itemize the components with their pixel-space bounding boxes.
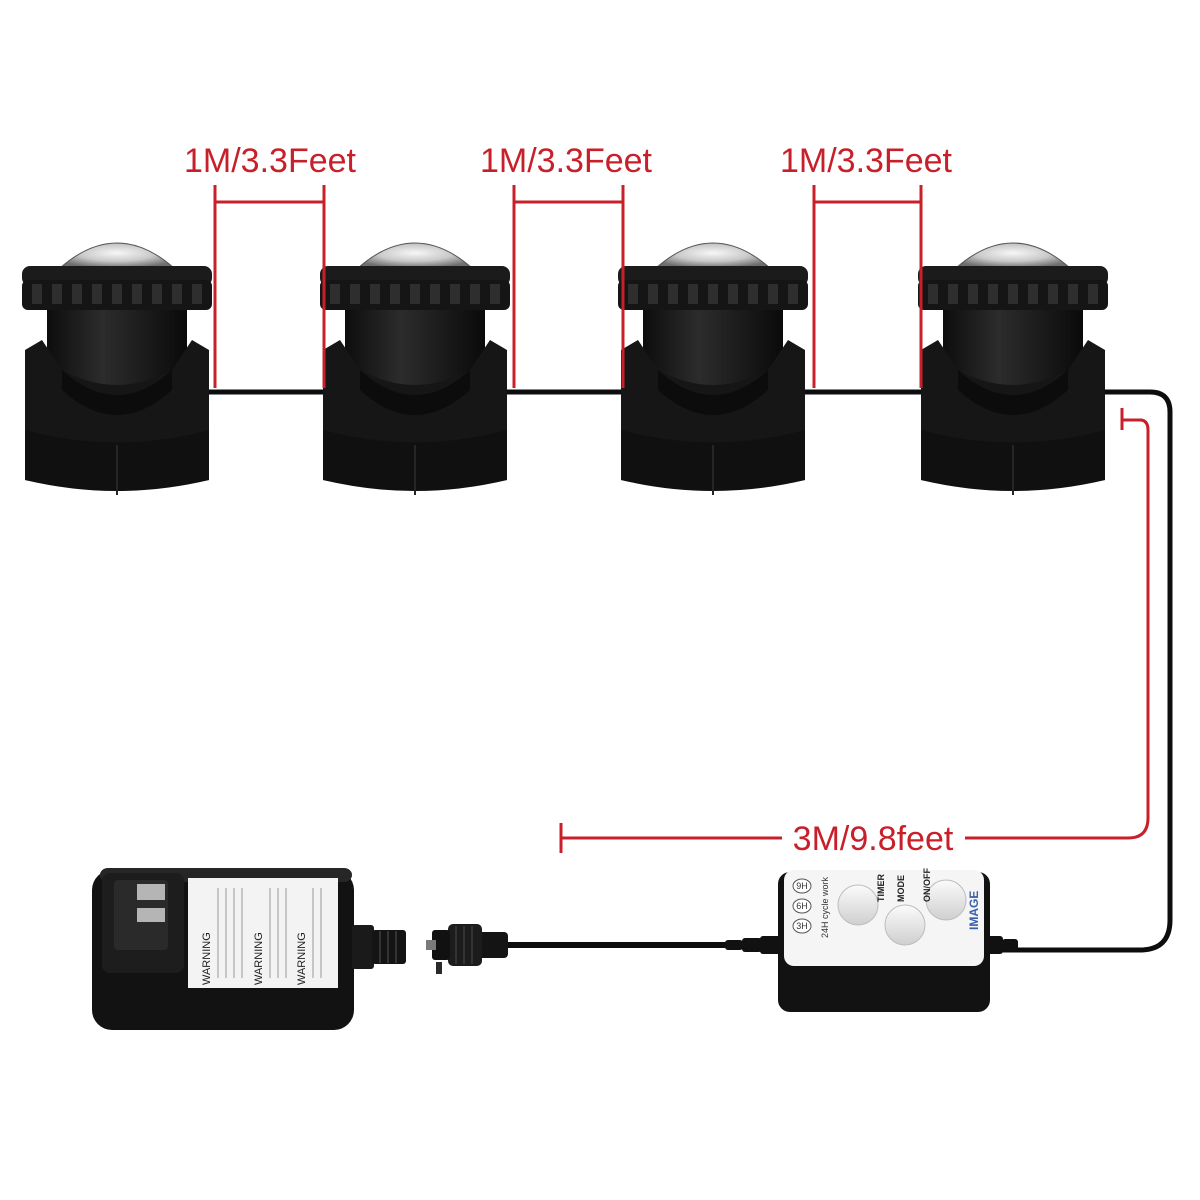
spacing-dimension-3	[812, 185, 923, 388]
timer-option-9h: 9H	[792, 878, 812, 894]
timer-button[interactable]	[837, 884, 879, 926]
spacing-dimension-2	[512, 185, 625, 388]
power-adapter: WARNING WARNING WARNING	[92, 868, 406, 1030]
mode-button[interactable]	[884, 904, 926, 946]
lead-length-label: 3M/9.8feet	[793, 820, 954, 858]
spotlight-2	[319, 242, 511, 496]
warning-text-3: WARNING	[296, 932, 308, 985]
svg-text:3H: 3H	[796, 921, 808, 931]
spacing-label-1: 1M/3.3Feet	[184, 142, 357, 180]
waterproof-connector-plug	[426, 924, 508, 974]
spotlight-4	[917, 242, 1109, 496]
timer-button-label: TIMER	[876, 874, 886, 902]
spacing-label-2: 1M/3.3Feet	[480, 142, 653, 180]
controller-strain-relief	[725, 936, 1018, 954]
timer-option-3h: 3H	[792, 918, 812, 934]
onoff-button[interactable]	[925, 879, 967, 921]
spacing-label-3: 1M/3.3Feet	[780, 142, 953, 180]
svg-text:6H: 6H	[796, 901, 808, 911]
prong-bottom	[137, 908, 165, 922]
prong-top	[137, 884, 165, 900]
timer-option-6h: 6H	[792, 898, 812, 914]
light-chain-cable	[200, 389, 1173, 953]
onoff-button-label: ON/OFF	[922, 868, 932, 902]
mode-button-label: MODE	[896, 875, 906, 902]
timer-controller: 3H 6H 9H 24H cycle work TIMER MODE ON/OF…	[778, 868, 990, 1012]
lead-dimension	[559, 408, 1150, 853]
cycle-label: 24H cycle work	[820, 876, 830, 938]
spotlight-1	[21, 242, 213, 496]
brand-logo: IMAGE	[967, 891, 981, 930]
warning-text-1: WARNING	[201, 932, 213, 985]
spacing-dimension-1	[213, 185, 326, 388]
svg-text:9H: 9H	[796, 881, 808, 891]
warning-text-2: WARNING	[253, 932, 265, 985]
spotlight-3	[617, 242, 809, 496]
